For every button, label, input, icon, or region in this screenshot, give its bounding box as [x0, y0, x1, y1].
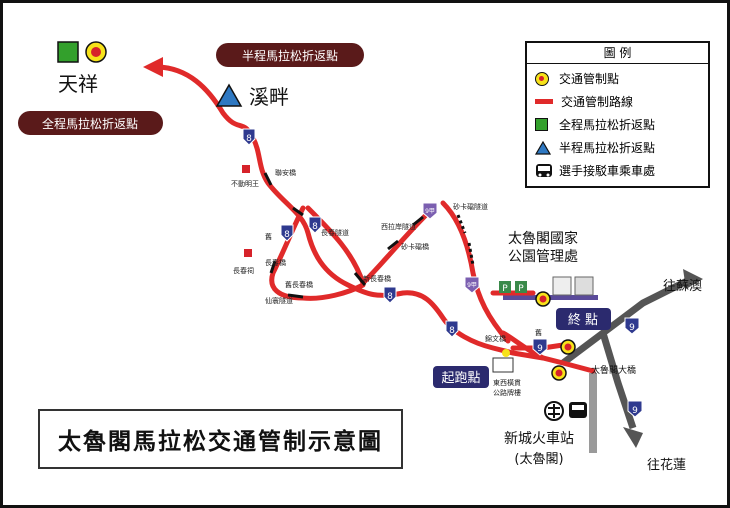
hw8-shield-4: 8 [383, 286, 397, 304]
svg-text:錦文橋: 錦文橋 [485, 334, 506, 343]
svg-text:8: 8 [449, 326, 455, 336]
control-point-3 [551, 365, 567, 381]
hw9a-shield-2: 9甲 [464, 276, 480, 294]
legend-label: 全程馬拉松折返點 [559, 118, 656, 132]
office-label-2: 公園管理處 [508, 249, 578, 265]
bus-icon [536, 163, 552, 177]
tianxiang-label: 天祥 [58, 72, 98, 96]
title-box: 太魯閣馬拉松交通管制示意圖 [38, 409, 403, 469]
svg-text:聯安橋: 聯安橋 [275, 168, 296, 177]
station-label-1: 新城火車站 [504, 430, 574, 447]
legend-item: 全程馬拉松折返點 [535, 113, 700, 136]
half-turn-pill: 半程馬拉松折返點 [216, 43, 364, 67]
xipan-label: 溪畔 [249, 85, 289, 109]
legend: 圖 例 交通管制點 交通管制路線 全程馬拉松折返點 半程馬拉松折返點 [525, 41, 710, 188]
hw9-shield-2: 9 [624, 317, 640, 335]
svg-text:西拉岸隧道: 西拉岸隧道 [381, 222, 416, 231]
legend-item: 半程馬拉松折返點 [535, 136, 700, 159]
legend-items: 交通管制點 交通管制路線 全程馬拉松折返點 半程馬拉松折返點 選手接駁車乘車處 [527, 64, 708, 185]
control-route [155, 64, 596, 374]
legend-label: 交通管制路線 [561, 95, 634, 109]
to-suao-label: 往蘇澳 [663, 278, 702, 294]
svg-text:終 點: 終 點 [568, 312, 598, 328]
svg-text:P: P [518, 284, 524, 294]
legend-label: 選手接駁車乘車處 [559, 164, 656, 178]
big-bridge-label: 太魯閣大橋 [591, 364, 636, 376]
legend-item: 交通管制路線 [535, 90, 700, 113]
legend-title: 圖 例 [527, 43, 708, 64]
full-turn-pill: 全程馬拉松折返點 [18, 111, 163, 135]
tianxiang-marker [57, 41, 107, 63]
highway-9-roads [503, 269, 703, 453]
hw9-shield-3: 9 [627, 400, 643, 418]
svg-text:舊: 舊 [265, 232, 272, 241]
svg-text:砂卡礑橋: 砂卡礑橋 [401, 242, 429, 251]
svg-text:半程馬拉松折返點: 半程馬拉松折返點 [242, 48, 338, 63]
hw8-shield-3: 8 [308, 216, 322, 234]
green-square-icon [535, 118, 548, 131]
control-point-icon [535, 71, 549, 86]
to-hualien-label: 往花蓮 [647, 457, 686, 473]
legend-item: 交通管制點 [535, 67, 700, 90]
svg-text:長春隧道: 長春隧道 [321, 228, 349, 237]
svg-text:長春橋: 長春橋 [265, 258, 286, 267]
svg-text:起跑點: 起跑點 [441, 371, 480, 386]
station-icons [544, 401, 587, 421]
svg-text:9: 9 [537, 344, 543, 354]
svg-text:P: P [502, 284, 508, 294]
map-title: 太魯閣馬拉松交通管制示意圖 [58, 428, 383, 455]
hw8-shield-1: 8 [242, 128, 256, 146]
svg-text:8: 8 [387, 292, 393, 302]
control-point-2 [560, 339, 576, 355]
control-point-finish [535, 291, 551, 307]
svg-text:東西橫貫: 東西橫貫 [493, 378, 521, 387]
svg-text:公路牌樓: 公路牌樓 [493, 388, 521, 397]
park-office-building: P P [499, 276, 594, 296]
svg-text:長春祠: 長春祠 [233, 266, 254, 275]
legend-label: 交通管制點 [559, 72, 620, 86]
svg-text:8: 8 [284, 230, 290, 240]
legend-item: 選手接駁車乘車處 [535, 159, 700, 182]
svg-text:8: 8 [246, 134, 252, 144]
blue-triangle-icon [215, 83, 243, 107]
hw8-shield-2: 8 [280, 224, 294, 242]
hw8-shield-5: 8 [445, 320, 459, 338]
svg-text:舊: 舊 [535, 328, 542, 337]
legend-label: 半程馬拉松折返點 [559, 141, 656, 155]
svg-text:9甲: 9甲 [425, 208, 435, 215]
svg-text:舊長春橋: 舊長春橋 [285, 280, 313, 289]
finish-pill: 終 點 [556, 308, 611, 330]
hw9a-shield-1: 9甲 [422, 202, 438, 220]
svg-text:全程馬拉松折返點: 全程馬拉松折返點 [42, 116, 138, 131]
small-labels: 聯安橋 不動明王 長春祠 長春橋 舊 舊長春橋 新長春橋 砂卡礑橋 錦文橋 舊 … [231, 165, 542, 397]
svg-text:9甲: 9甲 [467, 282, 477, 289]
svg-text:仙寰隧道: 仙寰隧道 [265, 296, 293, 305]
station-label-2: (太魯閣) [514, 452, 563, 467]
tunnel-markers [263, 172, 475, 299]
svg-text:9: 9 [629, 323, 635, 333]
start-marker [502, 349, 510, 357]
hw9-shield-1: 9 [532, 338, 548, 356]
route-arrow [143, 57, 163, 77]
start-pill: 起跑點 [433, 366, 489, 388]
svg-text:不動明王: 不動明王 [231, 179, 259, 188]
svg-text:砂卡礑隧道: 砂卡礑隧道 [453, 202, 488, 211]
svg-text:9: 9 [632, 406, 638, 416]
map-svg: 8 8 8 8 8 9甲 9甲 9 9 9 [18, 41, 703, 473]
svg-text:8: 8 [312, 222, 318, 232]
blue-triangle-legend-icon [535, 140, 551, 155]
svg-text:新長春橋: 新長春橋 [363, 274, 391, 283]
office-label-1: 太魯閣國家 [508, 230, 578, 247]
control-route-icon [535, 99, 553, 104]
